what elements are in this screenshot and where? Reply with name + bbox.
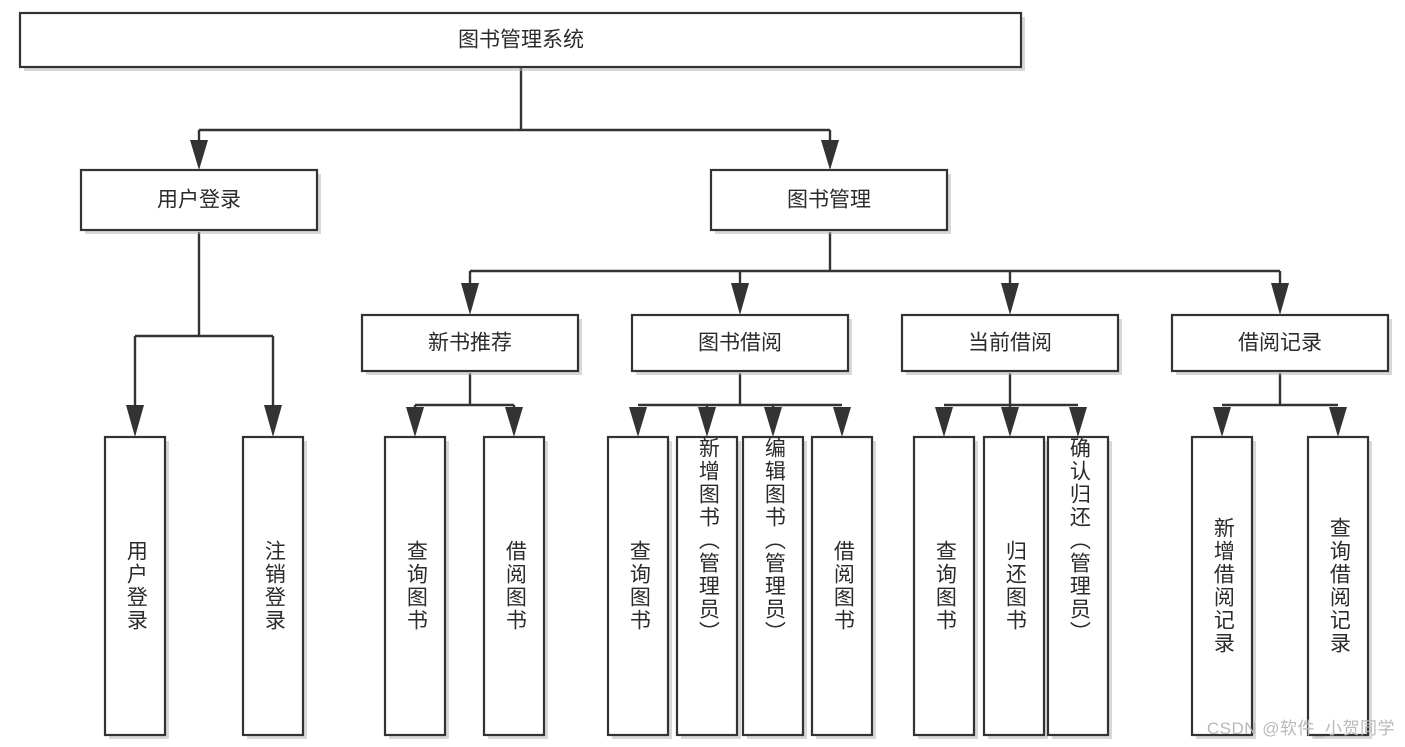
node-book-borrow-label: 图书借阅: [698, 332, 782, 355]
arrow-to-leaf-query-book-2: [629, 407, 647, 437]
node-current-borrow-box[interactable]: [900, 313, 1120, 373]
node-user-login[interactable]: 用户登录: [79, 168, 321, 234]
arrow-to-leaf-logout: [264, 405, 282, 437]
leaf-logout-box[interactable]: [241, 435, 305, 737]
node-user-login-box[interactable]: [79, 168, 319, 232]
leaf-borrow-book-1-box[interactable]: [482, 435, 546, 737]
arrow-to-leaf-borrow-book-1: [505, 407, 523, 437]
node-new-book-rec[interactable]: 新书推荐: [360, 313, 582, 375]
csdn-watermark: CSDN @软件_小贺同学: [1206, 719, 1395, 738]
node-book-manage[interactable]: 图书管理: [709, 168, 951, 234]
node-current-borrow[interactable]: 当前借阅: [900, 313, 1122, 375]
leaf-query-book-3-box[interactable]: [912, 435, 976, 737]
leaf-add-book-box[interactable]: [675, 435, 739, 737]
edges-book-manage-to-level3: [461, 232, 1289, 315]
arrow-to-leaf-edit-book: [764, 407, 782, 437]
node-root-label: 图书管理系统: [458, 29, 584, 52]
node-user-login-label: 用户登录: [157, 189, 241, 212]
node-current-borrow-label: 当前借阅: [968, 332, 1052, 355]
arrow-to-leaf-add-record: [1213, 407, 1231, 437]
node-borrow-record[interactable]: 借阅记录: [1170, 313, 1392, 375]
leaf-query-record-box[interactable]: [1306, 435, 1370, 737]
arrow-to-leaf-borrow-book-2: [833, 407, 851, 437]
node-book-manage-box[interactable]: [709, 168, 949, 232]
edges-user-login-to-leaves: [126, 232, 282, 437]
leaf-add-record-box[interactable]: [1190, 435, 1254, 737]
leaf-query-book-1-box[interactable]: [383, 435, 447, 737]
arrow-to-borrow-record: [1271, 283, 1289, 315]
leaf-query-book-2-box[interactable]: [606, 435, 670, 737]
arrow-to-book-borrow: [731, 283, 749, 315]
arrow-to-current-borrow: [1001, 283, 1019, 315]
node-root[interactable]: 图书管理系统: [18, 11, 1025, 71]
edges-current-borrow-to-leaves: [935, 373, 1087, 437]
node-book-manage-label: 图书管理: [787, 189, 871, 212]
edges-book-borrow-to-leaves: [629, 373, 851, 437]
leaf-return-book-box[interactable]: [982, 435, 1046, 737]
arrow-to-leaf-query-book-1: [406, 407, 424, 437]
node-borrow-record-label: 借阅记录: [1238, 332, 1322, 355]
arrow-to-leaf-query-record: [1329, 407, 1347, 437]
leaf-confirm-return-box[interactable]: [1046, 435, 1110, 737]
arrow-root-to-user-login: [190, 140, 208, 170]
node-new-book-rec-box[interactable]: [360, 313, 580, 373]
node-root-box[interactable]: [18, 11, 1023, 69]
node-borrow-record-box[interactable]: [1170, 313, 1390, 373]
arrow-to-leaf-query-book-3: [935, 407, 953, 437]
node-book-borrow-box[interactable]: [630, 313, 850, 373]
arrow-root-to-book-manage: [821, 140, 839, 170]
arrow-to-new-book-rec: [461, 283, 479, 315]
edges-new-book-rec-to-leaves: [406, 373, 523, 437]
arrow-to-leaf-user-login: [126, 405, 144, 437]
arrow-to-leaf-return-book: [1001, 407, 1019, 437]
arrow-to-leaf-confirm-return: [1069, 407, 1087, 437]
leaf-borrow-book-2-box[interactable]: [810, 435, 874, 737]
arrow-to-leaf-add-book: [698, 407, 716, 437]
node-new-book-rec-label: 新书推荐: [428, 332, 512, 355]
edges-borrow-record-to-leaves: [1213, 373, 1347, 437]
node-book-borrow[interactable]: 图书借阅: [630, 313, 852, 375]
edges-root-to-level2: [190, 67, 839, 170]
leaf-boxes: [103, 435, 1372, 739]
leaf-user-login-box[interactable]: [103, 435, 167, 737]
leaf-edit-book-box[interactable]: [741, 435, 805, 737]
